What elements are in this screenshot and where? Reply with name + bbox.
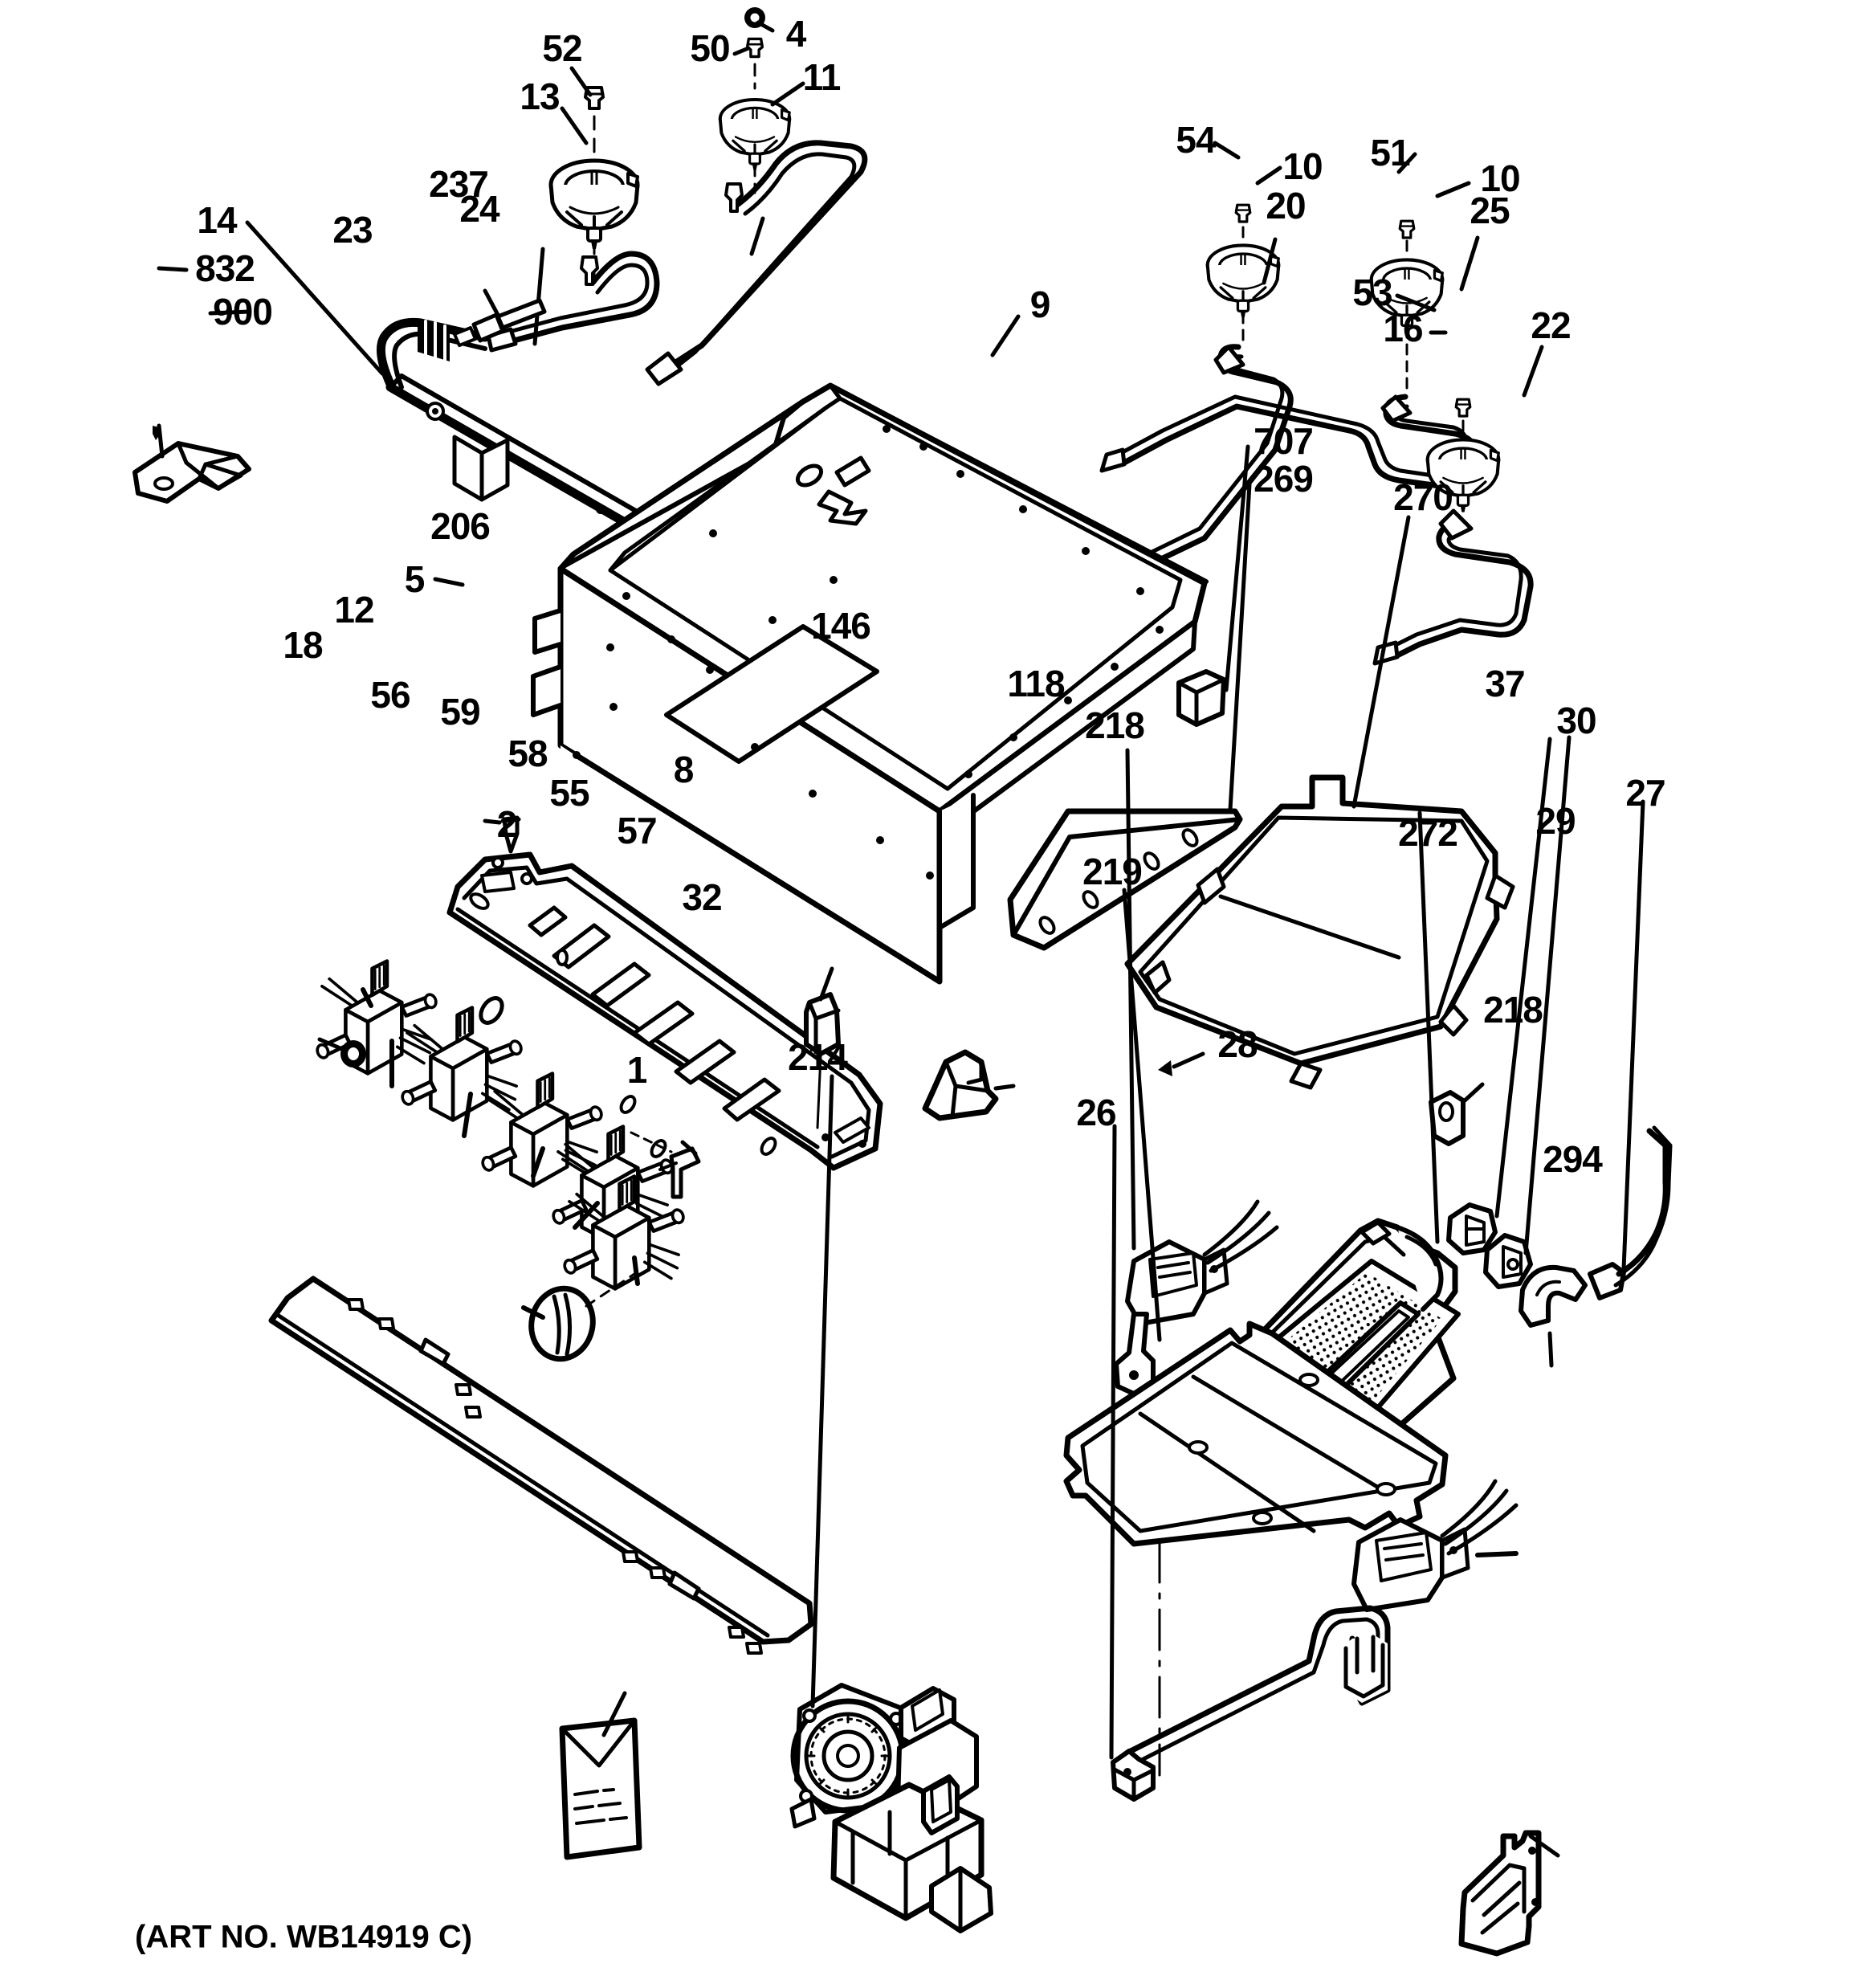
callout-25-burner-supply-tube: 25 [1470,190,1510,231]
callout-24-burner-supply-tube: 24 [459,188,499,230]
heat-deflector-269 [1007,808,1243,951]
control-knob-2 [528,1285,596,1362]
kick-plate-32 [268,1276,814,1655]
burner-support-bracket-294 [1458,1830,1542,1957]
callout-2-control-knob: 2 [496,803,518,845]
burner-head-13 [551,161,638,249]
callout-22-burner-supply-tube: 22 [1531,304,1571,346]
callout-218-oven-igniter: 218 [1085,704,1145,746]
orifice-retainer-37 [1429,1090,1466,1146]
burner-head-10-left [1208,245,1279,317]
callout-13-surface-burner-head: 13 [520,76,560,117]
callout-118-burner-support-bracket: 118 [1007,663,1065,704]
callout-9-cooktop-main-body: 9 [1029,284,1051,325]
callout-4-orifice-holder-nut: 4 [785,13,807,55]
callout-20-burner-supply-tube: 20 [1266,185,1306,227]
oven-igniter-218-upper [1114,1199,1279,1397]
callout-30-orifice-fitting: 30 [1556,700,1596,741]
installation-instructions-1 [559,1717,642,1860]
callout-1-installation-instructions: 1 [626,1049,648,1091]
gas-valve-56 [316,961,438,1074]
valve-screw-8 [669,1146,701,1199]
callout-218-oven-igniter: 218 [1483,989,1543,1031]
callout-146-panel-clip: 146 [811,605,871,647]
oven-burner-baffle-219 [1063,1321,1449,1547]
art-number-label: (ART NO. WB14919 C) [135,1919,473,1955]
callout-10-surface-burner-head: 10 [1480,157,1520,199]
callout-707-gas-line-clip: 707 [1254,420,1314,462]
callout-53-burner-orifice: 53 [1352,271,1392,313]
callout-56-gas-valve: 56 [370,674,410,716]
oven-igniter-218-lower [1351,1479,1519,1612]
callout-900-anti-tip-bracket: 900 [213,291,273,333]
orifice-fitting-30-b [1483,1233,1533,1289]
manifold-panel-5 [446,851,883,1171]
callout-52-burner-orifice: 52 [542,27,582,69]
anti-tip-bracket-900 [132,441,251,504]
burner-support-bracket-118 [922,1049,999,1121]
callout-58-gas-valve: 58 [508,733,548,774]
callout-14-manifold-pipe: 14 [197,199,237,241]
callout-23-burner-supply-tube: 23 [332,209,373,251]
oven-heat-shield-270 [1124,774,1515,1090]
callout-269-heat-deflector-strip: 269 [1254,458,1314,500]
callout-54-burner-orifice: 54 [1176,119,1216,161]
callout-272-oven-burner: 272 [1398,812,1458,854]
callout-270-oven-bottom-heat-shield: 270 [1393,476,1453,518]
callout-26-oven-supply-tube: 26 [1076,1092,1116,1133]
callout-59-gas-valve: 59 [440,691,480,733]
callout-51-burner-orifice: 51 [1370,132,1410,173]
callout-237-gas-pipe-fitting: 237 [429,163,489,205]
gas-valve-59 [401,1008,523,1121]
callout-29-elbow-fitting: 29 [1535,800,1576,842]
elbow-fitting-29 [1519,1264,1588,1328]
callout-27-oven-gas-tube: 27 [1625,772,1665,814]
callout-11-surface-burner-head: 11 [802,56,842,98]
callout-206-panel-screw: 206 [430,505,491,547]
callout-5-manifold-panel: 5 [404,558,426,600]
orifice-fitting-30-a [1446,1202,1498,1255]
callout-50-burner-orifice: 50 [690,27,730,69]
sealing-washer-18 [340,1040,366,1067]
callout-57-gas-valve: 57 [617,810,657,851]
fitting-237 [453,298,547,347]
callout-32-kick-plate: 32 [682,876,722,918]
callout-8-valve-screw: 8 [673,749,695,790]
callout-10-surface-burner-head: 10 [1282,145,1323,187]
callout-219-oven-burner-baffle: 219 [1082,851,1143,892]
callout-18-sealing-washer: 18 [283,624,323,666]
cooktop-main-body [531,382,1209,985]
callout-55-gas-valve: 55 [549,772,589,814]
callout-832-bracket-screw: 832 [195,247,255,289]
oven-supply-tube-26 [1111,1605,1391,1802]
callout-16-surface-burner-head: 16 [1383,308,1423,349]
oven-safety-valve-214 [789,1683,993,1933]
gas-line-clip-707 [1176,669,1226,727]
callout-214-oven-safety-valve: 214 [788,1036,848,1078]
callout-12-valve-mounting-screw: 12 [334,589,374,631]
panel-screw-206 [500,815,521,854]
panel-clip-146 [804,992,841,1056]
callout-294-burner-support-bracket: 294 [1543,1138,1603,1180]
oven-gas-tube-27 [1588,1125,1673,1300]
callout-28-assembly-reference: 28 [1217,1023,1258,1065]
callout-37-orifice-retainer: 37 [1485,663,1525,704]
